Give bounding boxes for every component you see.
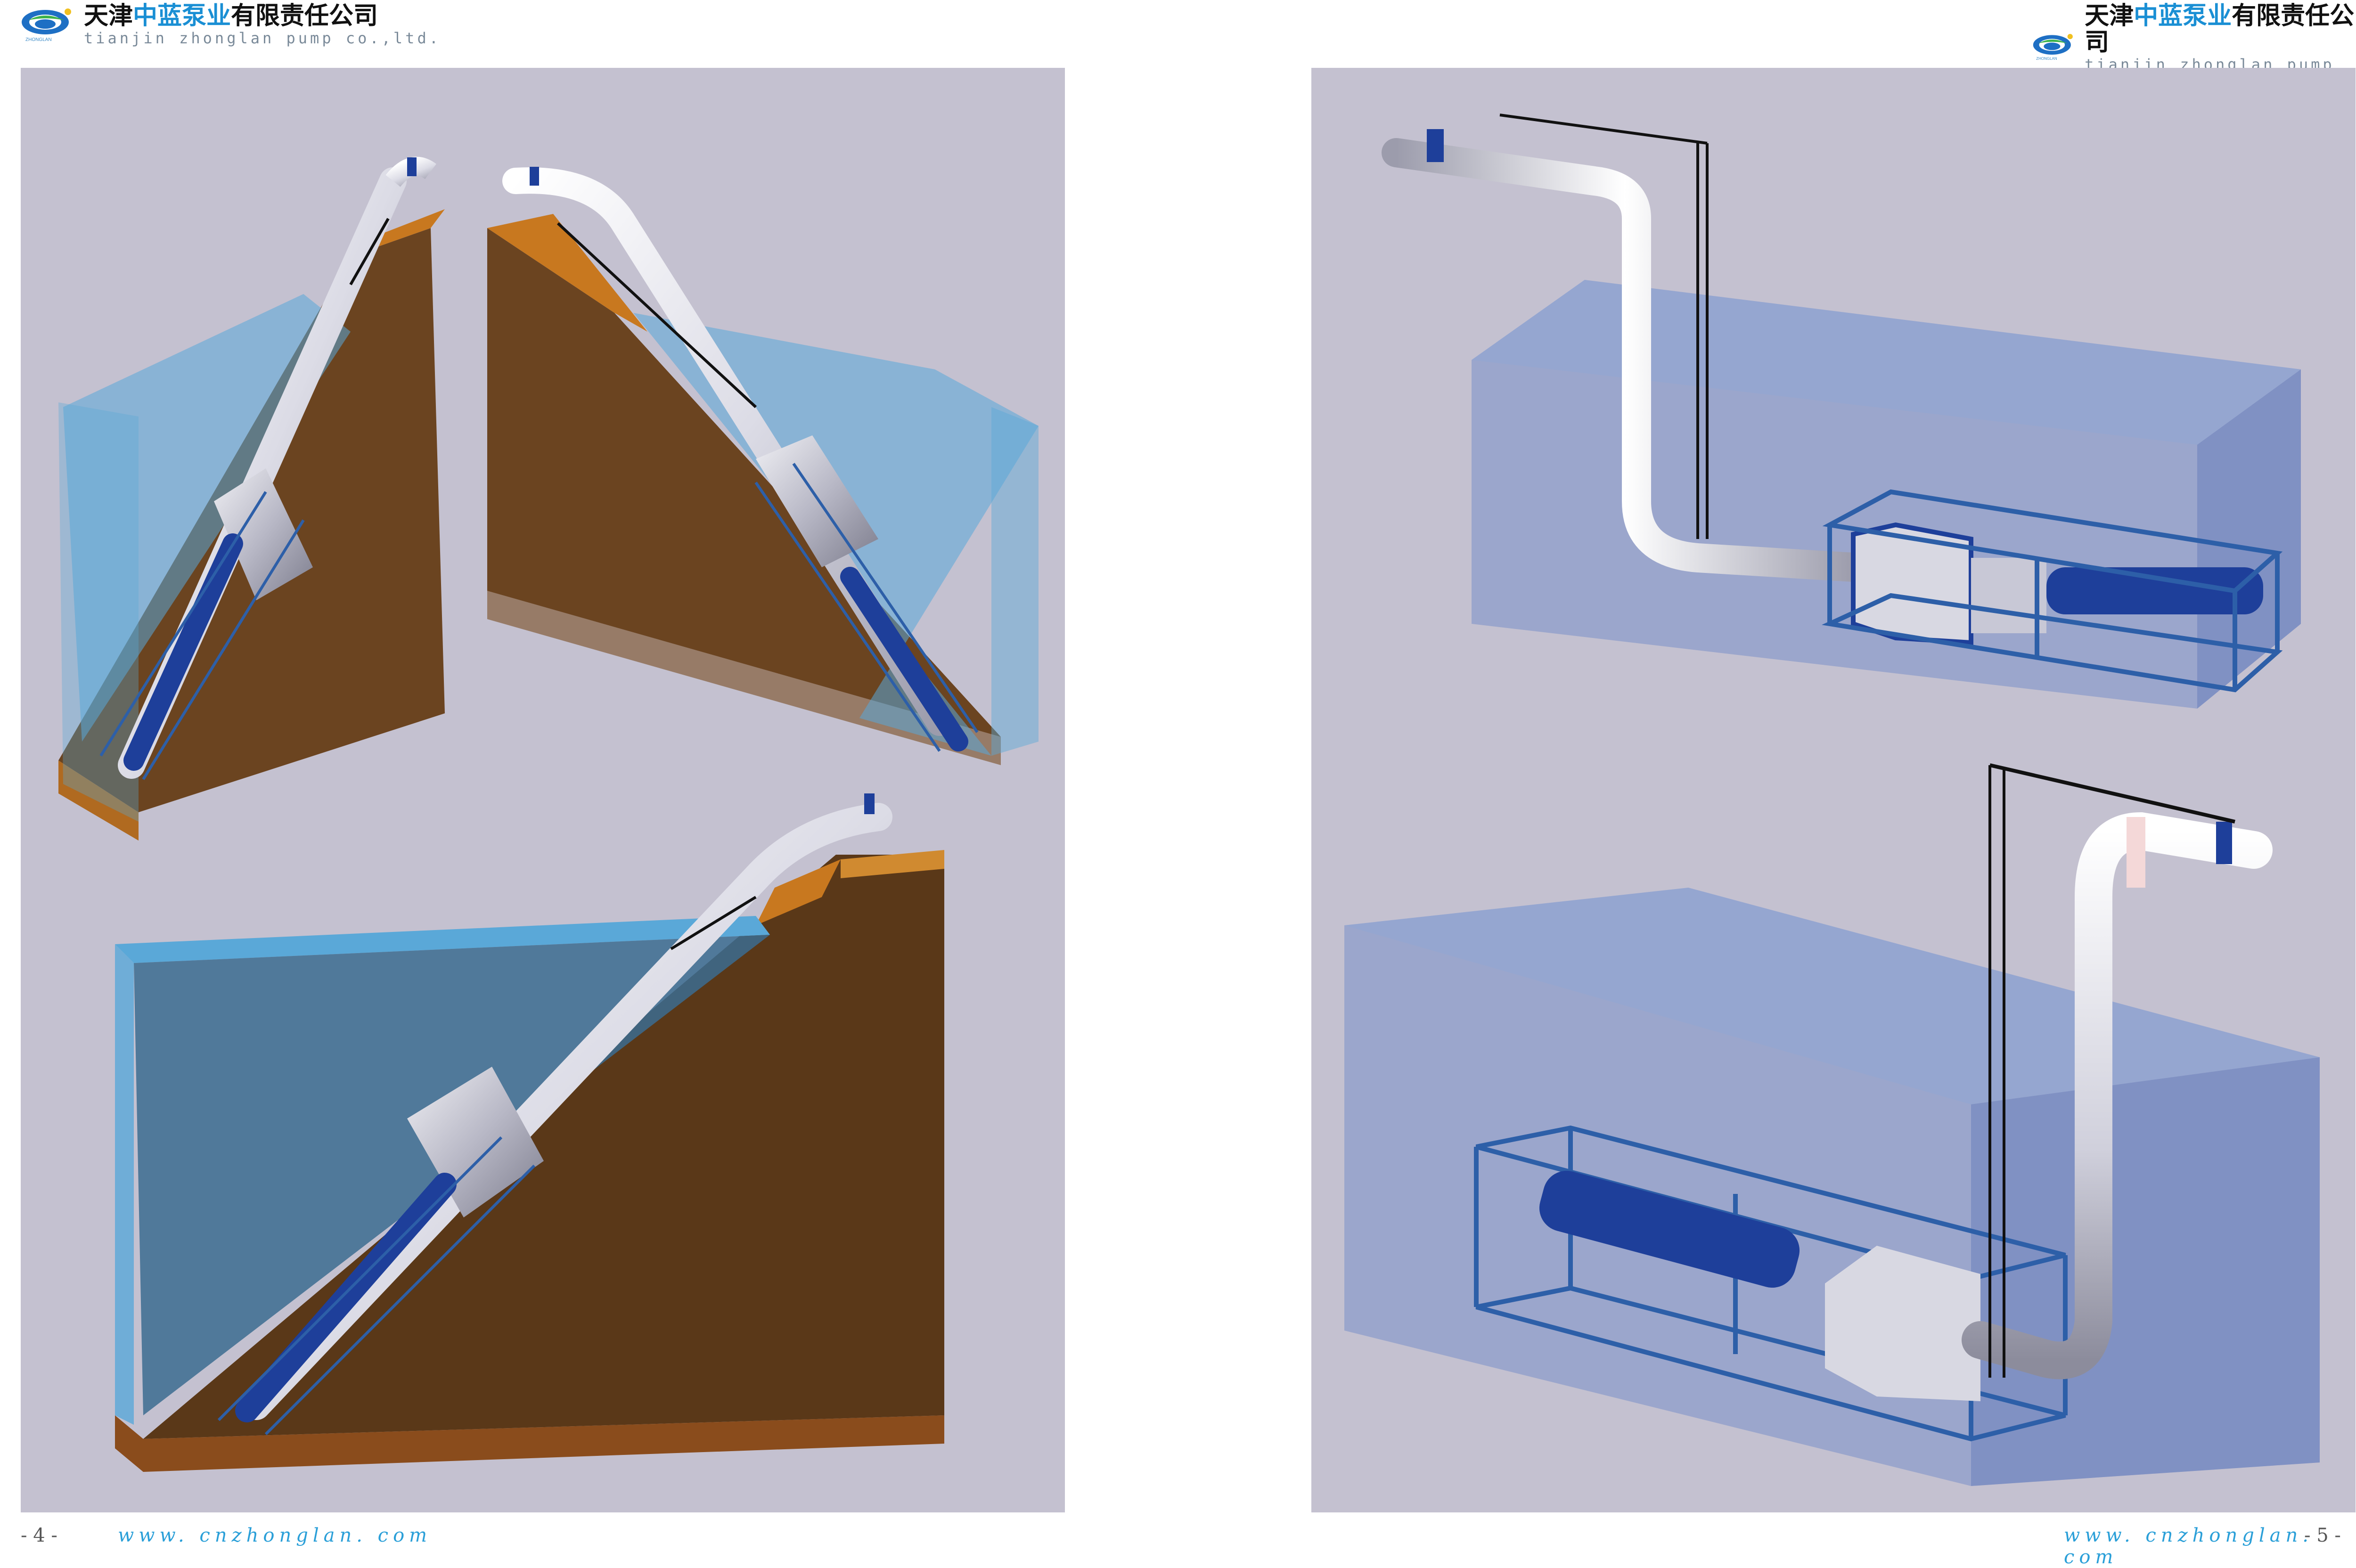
horizontal-installation-2	[1344, 763, 2320, 1486]
left-website-url[interactable]: www. cnzhonglan. com	[118, 1525, 432, 1546]
logo-icon: ZHONGLAN	[22, 8, 71, 42]
slope-installation-3	[115, 793, 944, 1472]
inclined-pump-illustrations	[58, 156, 1039, 1472]
logo-small-text: ZHONGLAN	[25, 37, 52, 42]
right-page-number: - 5 -	[2304, 1525, 2341, 1546]
right-illustration-panel	[1311, 68, 2356, 1512]
slope-installation-1	[58, 156, 445, 841]
company-name-en: tianjin zhonglan pump co.,ltd.	[84, 29, 441, 47]
logo-small-text: ZHONGLAN	[2036, 57, 2057, 61]
company-name-cn: 天津中蓝泵业有限责任公司	[2085, 2, 2355, 57]
slope-installation-2	[487, 167, 1039, 765]
horizontal-pump-illustrations	[1344, 114, 2320, 1486]
company-name-cn: 天津中蓝泵业有限责任公司	[84, 2, 378, 30]
horizontal-installation-1	[1382, 114, 2301, 709]
left-page-number: - 4 -	[21, 1525, 57, 1546]
left-logo: ZHONGLAN 天津中蓝泵业有限责任公司 tianjin zhonglan p…	[19, 3, 441, 47]
left-illustration-panel	[21, 68, 1065, 1512]
logo-icon: ZHONGLAN	[2033, 33, 2073, 61]
